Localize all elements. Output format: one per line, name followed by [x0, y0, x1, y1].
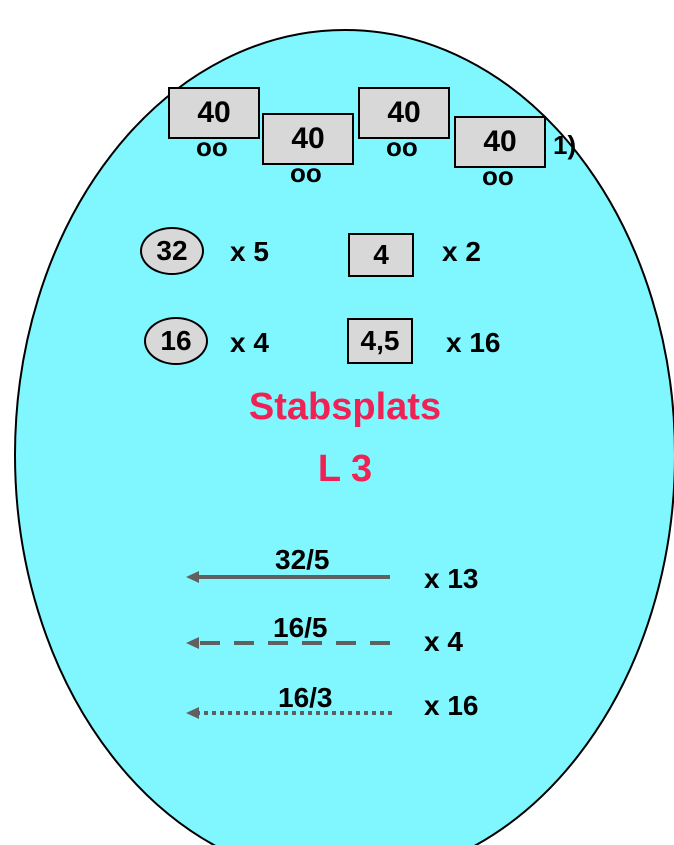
- vehicle-wheels-3: oo: [386, 132, 418, 162]
- square-count-2: x 16: [446, 327, 501, 358]
- footnote-marker: 1): [553, 130, 577, 160]
- vehicle-box-1: 40: [168, 87, 260, 139]
- circle-badge-32: 32: [140, 227, 204, 275]
- square-badge-label: 4,5: [360, 325, 400, 356]
- title-line-1: Stabsplats: [248, 386, 442, 428]
- square-badge-label: 4: [373, 239, 389, 270]
- arrow-count-2: x 4: [424, 626, 463, 657]
- circle-badge-label: 32: [156, 235, 188, 266]
- vehicle-wheels-1: oo: [196, 132, 228, 162]
- vehicle-label: 40: [483, 125, 517, 158]
- arrow-solid: [186, 571, 390, 583]
- circle-count-1: x 5: [230, 236, 269, 267]
- circle-badge-label: 16: [160, 325, 192, 356]
- circle-badge-16: 16: [144, 317, 208, 365]
- square-count-1: x 2: [442, 236, 481, 267]
- vehicle-wheels-2: oo: [290, 158, 322, 188]
- title-line-2: L 3: [317, 448, 373, 490]
- square-badge-4-5: 4,5: [347, 318, 413, 364]
- vehicle-wheels-4: oo: [482, 161, 514, 191]
- circle-count-2: x 4: [230, 327, 269, 358]
- vehicle-box-4: 40: [454, 116, 546, 168]
- vehicle-label: 40: [387, 96, 421, 129]
- arrow-count-1: x 13: [424, 563, 479, 594]
- square-badge-4: 4: [348, 233, 414, 277]
- arrow-label-3: 16/3: [278, 682, 333, 713]
- vehicle-label: 40: [197, 96, 231, 129]
- arrow-dashed: [186, 637, 390, 649]
- vehicle-box-3: 40: [358, 87, 450, 139]
- vehicle-box-2: 40: [262, 113, 354, 165]
- arrow-dotted: [186, 707, 392, 719]
- arrow-count-3: x 16: [424, 690, 479, 721]
- vehicle-label: 40: [291, 122, 325, 155]
- arrow-label-1: 32/5: [275, 544, 330, 575]
- arrow-label-2: 16/5: [273, 612, 328, 643]
